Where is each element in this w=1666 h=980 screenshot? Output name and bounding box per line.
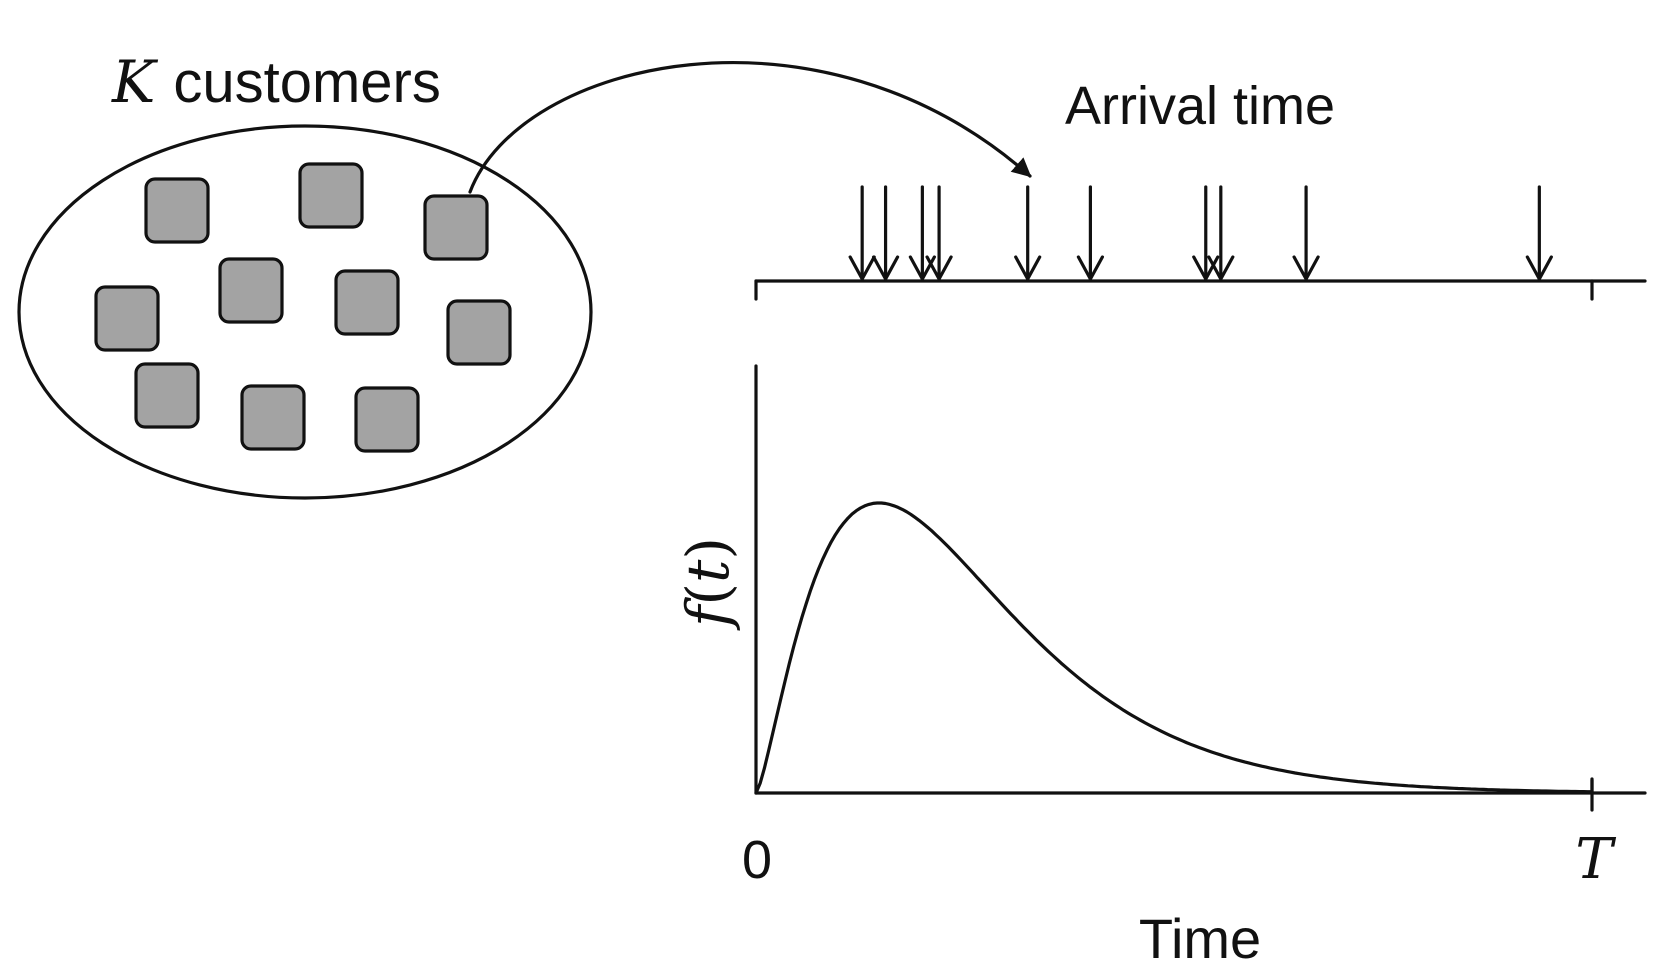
arrival-arrow — [1076, 185, 1105, 281]
x-tick-zero: 0 — [742, 830, 772, 890]
x-axis-label: Time — [1139, 907, 1261, 970]
density-plot — [754, 364, 1647, 812]
customer — [144, 177, 210, 244]
population-symbol: K — [111, 48, 159, 116]
arrival-arrow — [871, 185, 900, 281]
arrival-arrow — [1207, 185, 1235, 281]
customer — [298, 162, 364, 229]
customer-population-ellipse — [17, 124, 593, 500]
density-curve — [754, 501, 1594, 795]
y-label-var: t — [674, 559, 742, 583]
customer — [134, 362, 200, 429]
customer-squares — [94, 162, 512, 453]
customer-to-arrival-arrow — [468, 61, 1032, 194]
customer — [334, 269, 400, 336]
arrival-arrow — [925, 185, 953, 281]
arrival-time-label: Arrival time — [1065, 76, 1335, 136]
customer — [423, 194, 489, 261]
customer — [94, 285, 160, 352]
arrival-arrow — [1014, 185, 1042, 281]
arrival-arrow — [1525, 185, 1553, 281]
arrival-arrows — [848, 185, 1553, 281]
customer — [354, 386, 420, 453]
y-axis-label: f(t) — [674, 537, 742, 631]
population-text: customers — [173, 50, 441, 115]
x-tick-T: T — [1575, 827, 1616, 892]
arrival-arrow — [1292, 185, 1320, 281]
arrival-arrow — [848, 185, 876, 281]
arrival-timeline — [754, 279, 1647, 301]
customer — [218, 257, 284, 324]
customer — [446, 299, 512, 366]
customer — [240, 384, 306, 451]
